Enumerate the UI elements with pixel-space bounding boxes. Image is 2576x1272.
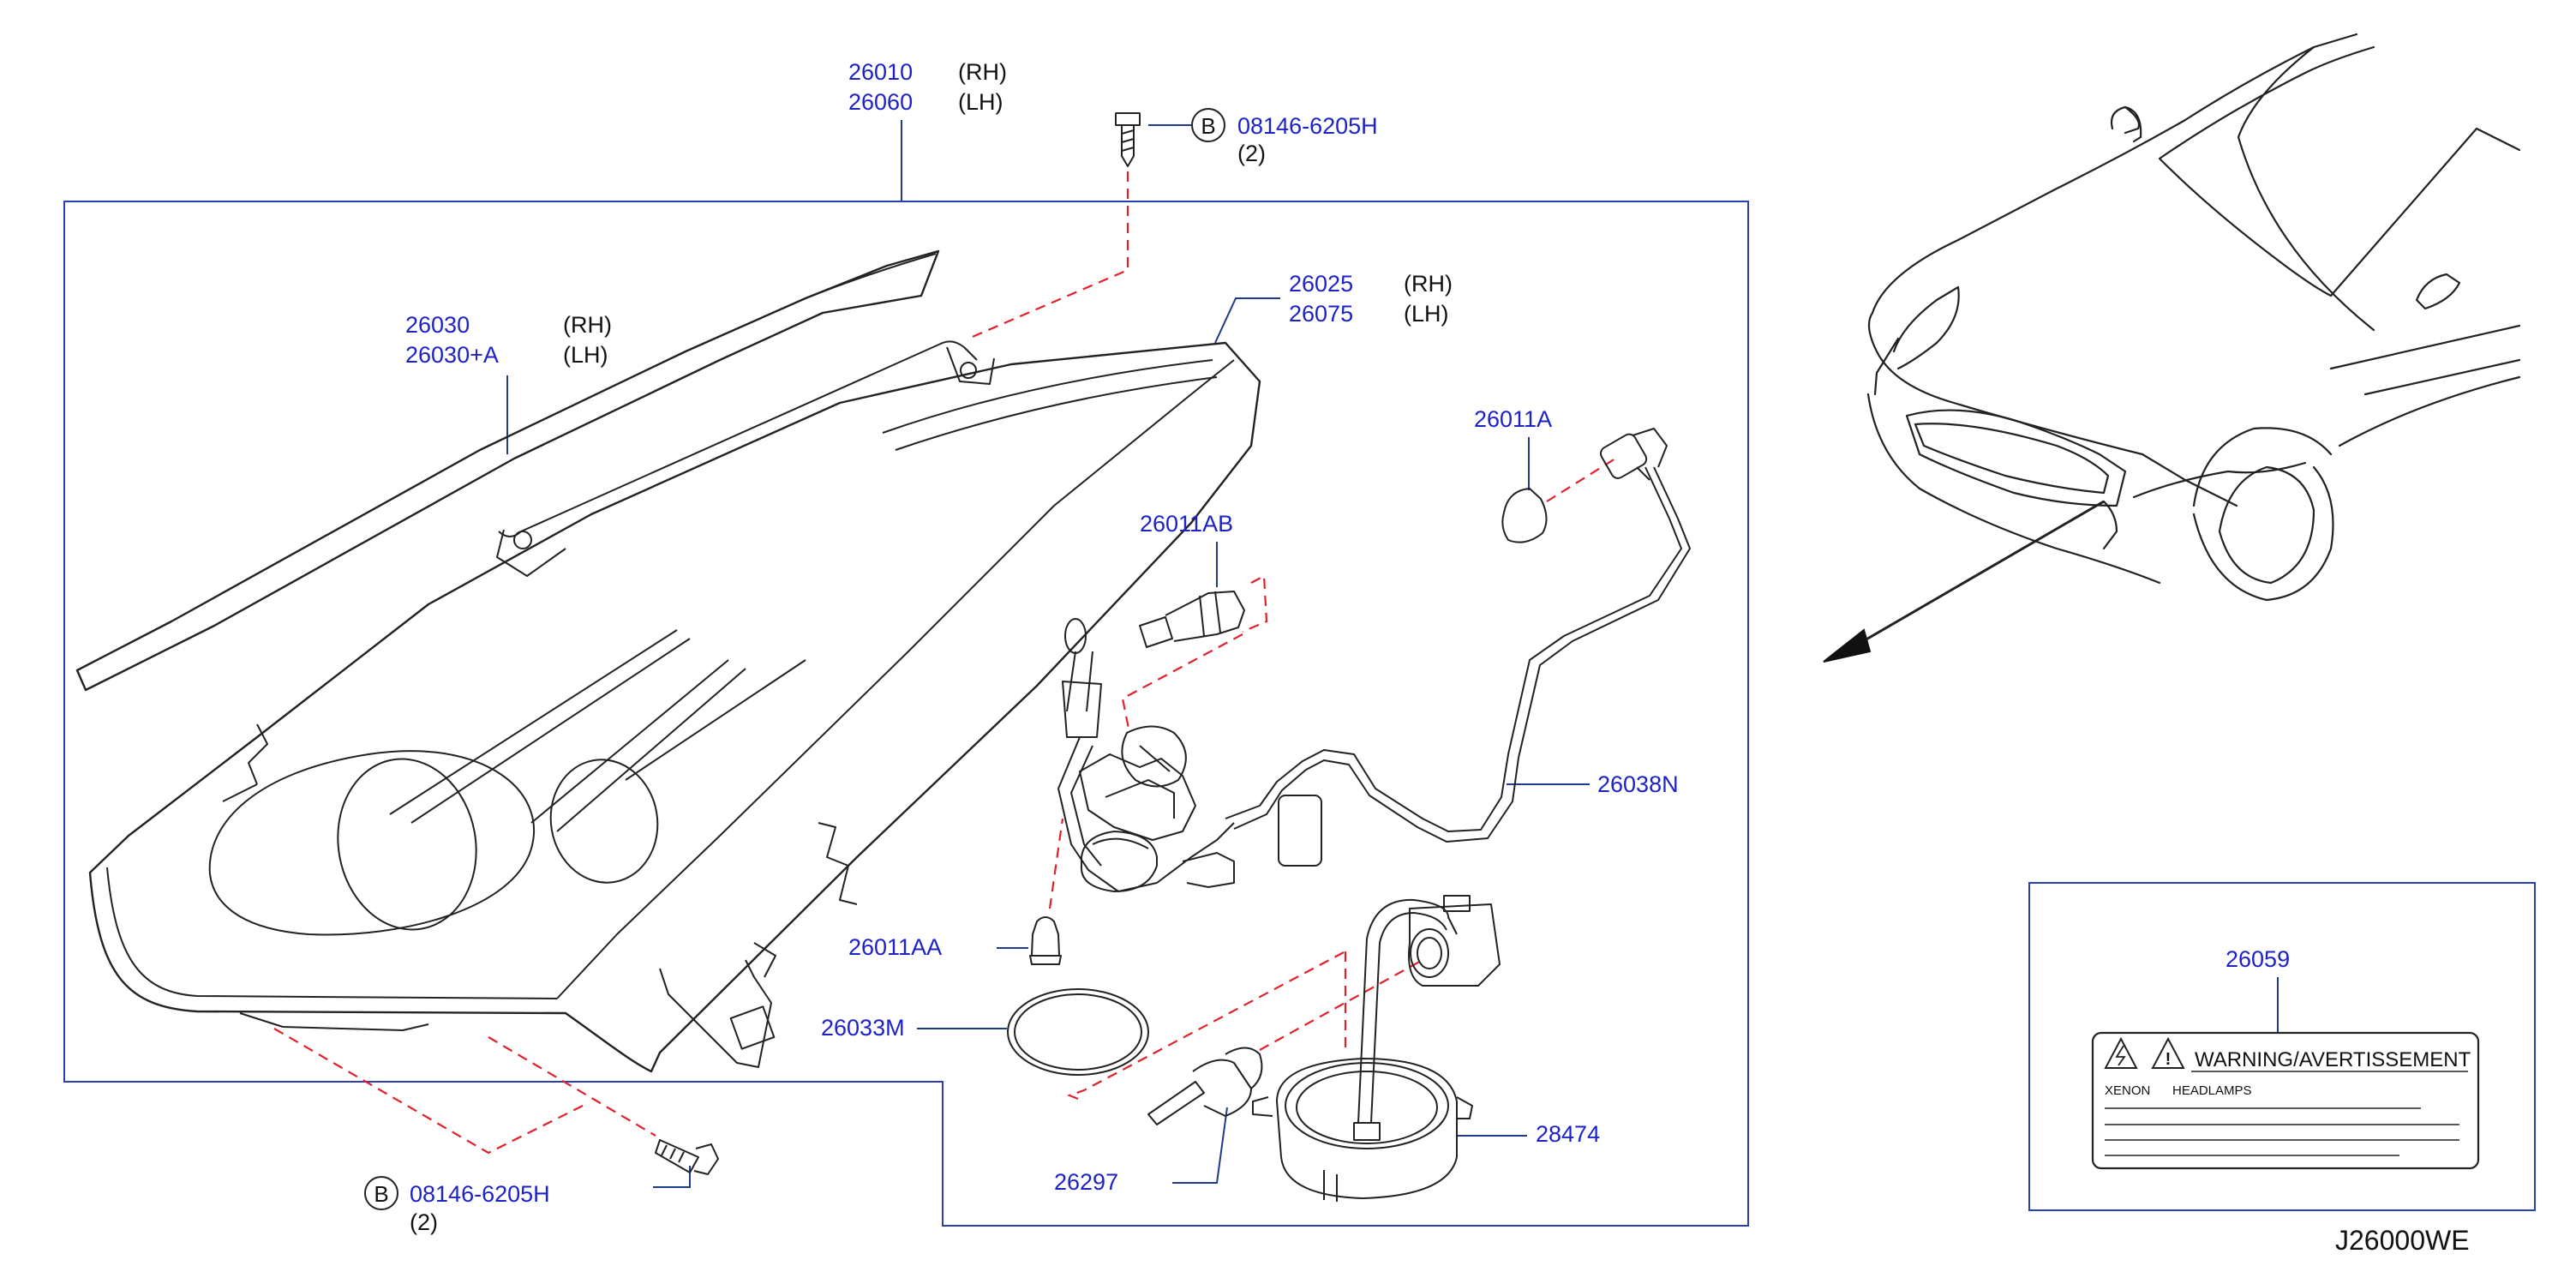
warning-text-xenon: XENON xyxy=(2105,1083,2150,1098)
part-number: 26059 xyxy=(2226,946,2290,972)
dashed-guide xyxy=(1121,633,1243,734)
bolt-marker: B xyxy=(1201,113,1215,139)
side-note: (RH) xyxy=(563,312,612,338)
hazard-icon xyxy=(2104,1036,2138,1069)
warning-title: WARNING/AVERTISSEMENT xyxy=(2195,1048,2471,1071)
side-note: (LH) xyxy=(563,342,608,368)
bolt-callout-top[interactable]: B 08146-6205H (2) xyxy=(1191,108,1378,166)
label-26030[interactable]: 26030 (RH) xyxy=(405,312,612,338)
label-28474[interactable]: 28474 xyxy=(1536,1121,1600,1147)
dashed-guide xyxy=(1242,574,1268,633)
part-number: 08146-6205H xyxy=(410,1181,550,1207)
dashed-guide xyxy=(1259,959,1423,1051)
seal-ring xyxy=(1007,988,1149,1076)
svg-text:!: ! xyxy=(2166,1050,2172,1069)
side-note: (RH) xyxy=(1404,271,1453,297)
part-number: 26060 xyxy=(848,89,913,115)
vehicle-locator xyxy=(1823,33,2521,663)
headlamp-housing xyxy=(88,340,1261,1073)
bolt-marker: B xyxy=(374,1181,388,1207)
label-26297[interactable]: 26297 xyxy=(1054,1169,1118,1195)
label-26059[interactable]: 26059 xyxy=(2226,946,2290,972)
label-26060[interactable]: 26060 (LH) xyxy=(848,89,1003,115)
dashed-guide xyxy=(1546,458,1616,502)
bolt-marker-circle xyxy=(364,1176,398,1210)
bolt-marker-circle xyxy=(1191,108,1225,142)
label-26025[interactable]: 26025 (RH) xyxy=(1289,271,1453,297)
part-number: 26030 xyxy=(405,312,470,338)
part-number: 28474 xyxy=(1536,1121,1600,1147)
assembly-frame xyxy=(63,201,1749,1227)
warning-icon xyxy=(2151,1036,2185,1069)
dashed-guide xyxy=(488,1036,656,1137)
bolt-icon xyxy=(655,1139,719,1175)
part-number: 26011AB xyxy=(1140,511,1233,537)
dashed-guide xyxy=(967,171,1129,340)
quantity: (2) xyxy=(1237,141,1266,166)
side-note: (LH) xyxy=(1404,301,1449,327)
part-number: 26010 xyxy=(848,59,913,85)
ballast-unit xyxy=(1252,895,1501,1202)
headlamp-lens-strip xyxy=(75,249,940,692)
part-number: 26025 xyxy=(1289,271,1353,297)
dashed-guide xyxy=(1066,951,1346,1101)
bolt-callout-bottom[interactable]: B 08146-6205H (2) xyxy=(364,1176,550,1235)
label-26010[interactable]: 26010 (RH) xyxy=(848,59,1007,85)
side-note: (LH) xyxy=(958,89,1003,115)
label-26011AB[interactable]: 26011AB xyxy=(1140,511,1233,537)
label-26033M[interactable]: 26033M xyxy=(821,1015,905,1041)
bulb-socket xyxy=(1600,428,1668,481)
part-number: 26075 xyxy=(1289,301,1353,327)
quantity: (2) xyxy=(410,1209,438,1235)
label-26030a[interactable]: 26030+A (LH) xyxy=(405,342,608,368)
label-26011A[interactable]: 26011A xyxy=(1474,406,1552,432)
side-note: (RH) xyxy=(958,59,1007,85)
label-box-frame xyxy=(2028,882,2536,1211)
part-number: 26030+A xyxy=(405,342,499,368)
warning-text-headlamps: HEADLAMPS xyxy=(2172,1083,2252,1098)
xenon-bulb xyxy=(1147,1047,1263,1125)
leader-line xyxy=(1214,297,1280,344)
label-26011AA[interactable]: 26011AA xyxy=(848,934,942,960)
part-number: 08146-6205H xyxy=(1237,113,1378,139)
diagram-code: J26000WE xyxy=(2335,1225,2470,1256)
leader-line xyxy=(1172,1107,1228,1184)
part-number: 26011A xyxy=(1474,406,1552,432)
warning-label: ! WARNING/AVERTISSEMENT XENON HEADLAMPS xyxy=(2091,1031,2480,1170)
bulb-26011AB xyxy=(1139,591,1245,648)
bolt-icon xyxy=(1115,112,1141,167)
sub-harness xyxy=(1057,466,1691,892)
part-number: 26038N xyxy=(1597,771,1679,797)
dashed-guide xyxy=(273,1028,584,1155)
dashed-guide xyxy=(1048,818,1064,909)
part-number: 26011AA xyxy=(848,934,942,960)
bulb-26011A xyxy=(1501,488,1548,543)
high-voltage-icon xyxy=(2115,1045,2126,1066)
bulb-26011AA xyxy=(1029,916,1062,965)
label-26038N[interactable]: 26038N xyxy=(1597,771,1679,797)
part-number: 26297 xyxy=(1054,1169,1118,1195)
label-26075[interactable]: 26075 (LH) xyxy=(1289,301,1449,327)
part-number: 26033M xyxy=(821,1015,905,1041)
